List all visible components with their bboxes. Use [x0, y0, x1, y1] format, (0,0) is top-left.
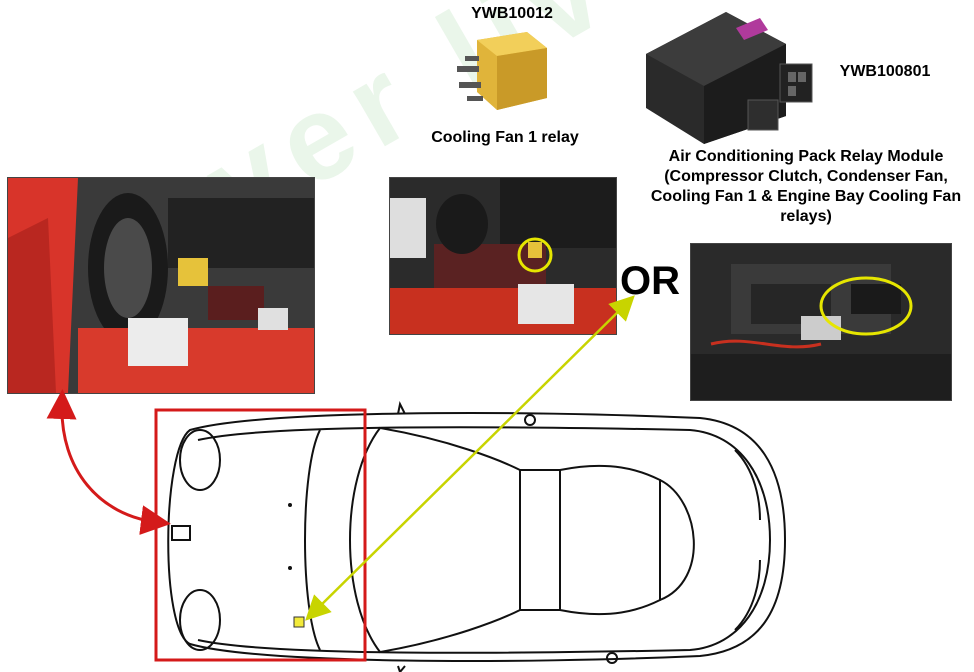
module-part-number: YWB100801 — [839, 63, 931, 80]
relay-photo — [457, 32, 547, 110]
yellow-arrow — [305, 295, 635, 621]
relay-module-location-photo — [690, 243, 952, 401]
engine-bay-highlight-box — [154, 408, 367, 662]
relay-part-number: YWB10012 — [471, 5, 553, 22]
relay-position-marker — [293, 616, 305, 628]
red-arrow — [46, 389, 171, 536]
module-caption: Air Conditioning Pack Relay Module (Comp… — [650, 148, 962, 225]
bonnet-open-photo — [7, 177, 315, 394]
relay-module-photo — [646, 12, 813, 144]
relay-caption: Cooling Fan 1 relay — [431, 129, 579, 146]
car-outline — [167, 400, 787, 672]
